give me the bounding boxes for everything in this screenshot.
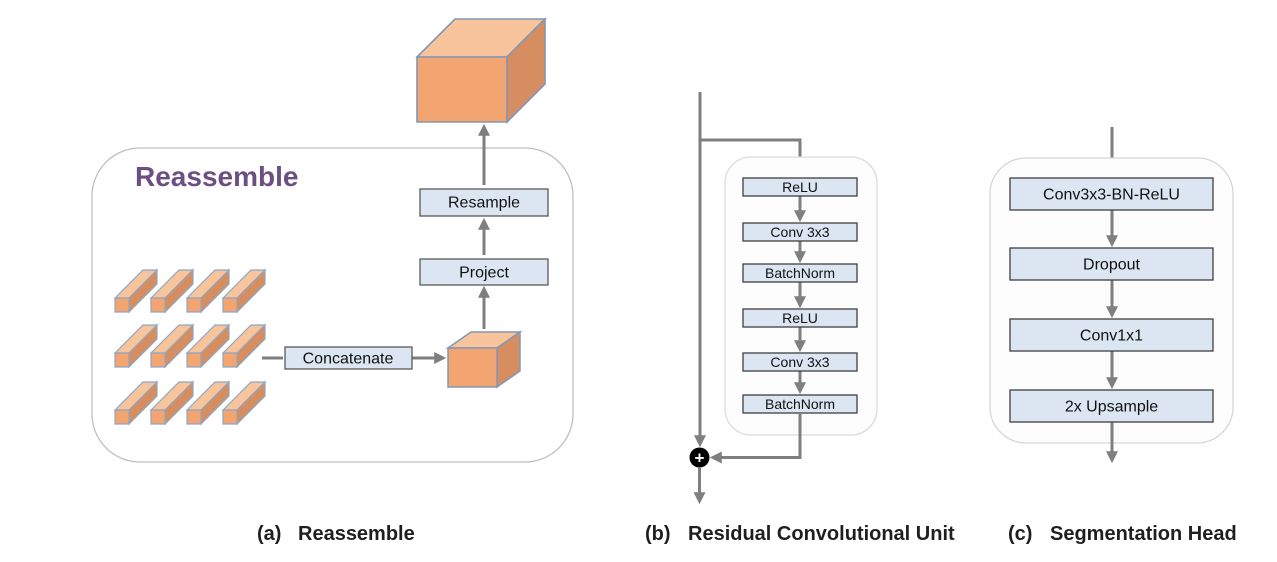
rcu-box-label: BatchNorm — [765, 396, 835, 412]
feature-cube-small — [445, 330, 523, 389]
seg-box-bg — [1009, 177, 1214, 211]
rcu-box-label: ReLU — [782, 179, 818, 195]
rcu-box-label: Conv 3x3 — [770, 354, 829, 370]
rcu-box-bn1: BatchNorm — [742, 263, 858, 283]
seg-box-label: 2x Upsample — [1065, 399, 1158, 416]
rcu-box-bg — [742, 263, 858, 283]
rcu-box-bn2: BatchNorm — [742, 394, 858, 414]
caption-c: (c) Segmentation Head — [1008, 523, 1237, 545]
rcu-box-bg — [742, 222, 858, 242]
caption-c-label: Segmentation Head — [1050, 523, 1237, 545]
resample-box-bg — [419, 188, 549, 217]
rcu-box-label: Conv 3x3 — [770, 224, 829, 240]
caption-a-index: (a) — [257, 523, 281, 545]
resample-box: Resample — [419, 188, 549, 217]
seg-box-bg — [1009, 389, 1214, 423]
seg-box-label: Conv1x1 — [1080, 328, 1143, 345]
seg-box-upsample: 2x Upsample — [1009, 389, 1214, 423]
arrow-rcu-out-to-sum — [709, 413, 802, 464]
caption-a: (a) Reassemble — [257, 523, 415, 545]
cube-front-face — [447, 347, 498, 388]
rcu-box-bg — [742, 308, 858, 328]
rcu-box-relu2: ReLU — [742, 308, 858, 328]
project-box-label: Project — [459, 265, 509, 282]
rcu-box-bg — [742, 352, 858, 372]
plus-icon: + — [695, 449, 705, 468]
seg-box-conv1x1: Conv1x1 — [1009, 318, 1214, 352]
rcu-box-conv1: Conv 3x3 — [742, 222, 858, 242]
rcu-box-label: BatchNorm — [765, 265, 835, 281]
cube-front-face — [416, 56, 508, 123]
seg-box-bg — [1009, 247, 1214, 281]
seg-box-dropout: Dropout — [1009, 247, 1214, 281]
concatenate-box-bg — [284, 346, 413, 370]
project-box-bg — [419, 258, 549, 286]
concatenate-box-label: Concatenate — [303, 351, 394, 368]
feature-cube-large — [415, 17, 547, 124]
resample-box-label: Resample — [448, 195, 520, 212]
sum-node: + — [689, 447, 710, 468]
sum-circle — [689, 447, 710, 468]
rcu-box-bg — [742, 177, 858, 197]
seg-box-bg — [1009, 318, 1214, 352]
seg-box-label: Conv3x3-BN-ReLU — [1043, 187, 1180, 204]
seg-box-label: Dropout — [1083, 257, 1140, 274]
caption-b: (b) Residual Convolutional Unit — [645, 523, 955, 545]
rcu-box-label: ReLU — [782, 310, 818, 326]
rcu-box-conv2: Conv 3x3 — [742, 352, 858, 372]
caption-b-index: (b) — [645, 523, 671, 545]
panel-rcu: ReLU Conv 3x3 BatchNorm ReLU Conv 3x3 Ba… — [645, 92, 955, 545]
rcu-box-relu1: ReLU — [742, 177, 858, 197]
project-box: Project — [419, 258, 549, 286]
panel-reassemble: Reassemble Concatenate — [91, 17, 574, 545]
seg-box-convbnrelu: Conv3x3-BN-ReLU — [1009, 177, 1214, 211]
caption-c-index: (c) — [1008, 523, 1032, 545]
panel-seg-head: Conv3x3-BN-ReLU Dropout Conv1x1 2x Upsam… — [989, 127, 1237, 545]
caption-b-label: Residual Convolutional Unit — [688, 523, 955, 545]
reassemble-title: Reassemble — [135, 161, 298, 192]
caption-a-label: Reassemble — [298, 523, 415, 545]
concatenate-box: Concatenate — [284, 346, 413, 370]
